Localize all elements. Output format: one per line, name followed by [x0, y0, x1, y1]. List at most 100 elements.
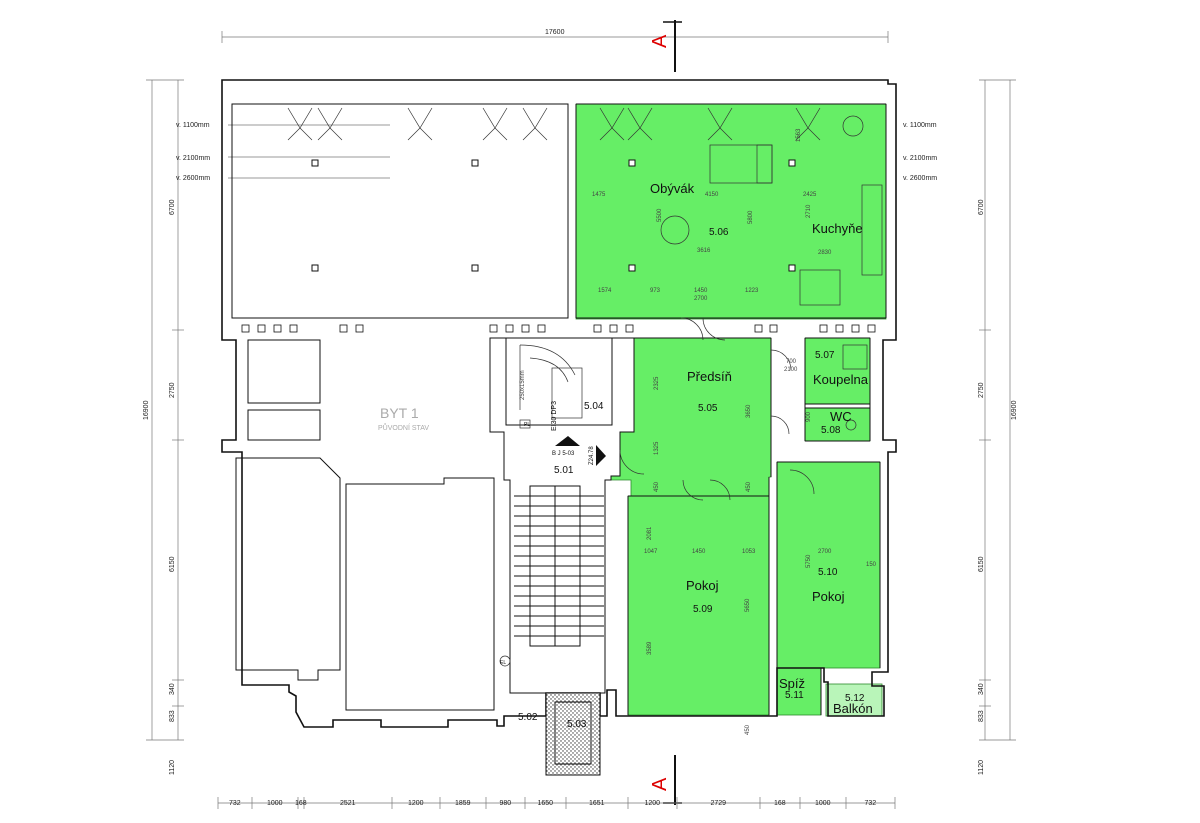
entry-code-label-2: Z24.78 — [589, 446, 595, 465]
room-name-predsin: Předsíň — [687, 369, 732, 384]
dim-obyvak-1: 4150 — [705, 192, 719, 198]
left-dim-3: 833 — [169, 710, 176, 722]
dim-kuchyne-1: 2710 — [806, 204, 812, 218]
wall-pier-mark — [355, 324, 364, 333]
bottom-dim-4: 1200 — [408, 800, 424, 807]
window-opening-mark — [707, 107, 733, 141]
wall-pier-mark — [505, 324, 514, 333]
height-marks-left: v. 1100mm v. 2100mm v. 2600mm — [176, 122, 390, 182]
bottom-dim-1: 1000 — [267, 800, 283, 807]
column-mark — [628, 159, 636, 167]
table-icon — [842, 115, 864, 137]
byt-subtitle: PŮVODNÍ STAV — [378, 423, 429, 432]
furniture — [499, 115, 883, 667]
wall-pier-mark — [819, 324, 828, 333]
dim-pokoj2-0: 2700 — [818, 549, 832, 555]
room-name-pokoj2: Pokoj — [812, 589, 845, 604]
dim-koupelna-1: 2100 — [784, 367, 798, 373]
entry-arrows — [555, 436, 606, 466]
dim-pokoj1-4: 3589 — [647, 641, 653, 655]
bottom-dim-2: 168 — [295, 800, 307, 807]
height-mark-right-3: v. 2600mm — [903, 175, 937, 182]
dim-pokoj1-5: 5650 — [745, 598, 751, 612]
room-name-spiz: Spíž — [779, 676, 805, 691]
bottom-dim-7: 1650 — [538, 800, 554, 807]
wall-pier-mark — [273, 324, 282, 333]
right-dim-0: 6700 — [978, 199, 985, 215]
bottom-dim-6: 980 — [500, 800, 512, 807]
height-marks-right: v. 1100mm v. 2100mm v. 2600mm — [903, 122, 937, 182]
bottom-dim-8: 1651 — [589, 800, 605, 807]
column-mark — [788, 264, 796, 272]
room-num-pokoj2: 5.10 — [818, 567, 838, 578]
dim-obyvak-7: 2700 — [694, 296, 708, 302]
electric-box-icon — [499, 655, 511, 667]
window-opening-mark — [317, 107, 343, 141]
column-mark — [471, 159, 479, 167]
dim-stair-0: 250x15mm — [520, 370, 526, 400]
bathtub-icon — [842, 344, 868, 370]
wall-pier-mark — [593, 324, 602, 333]
right-dimensions: 16900 6700 2750 6150 833 1120 340 — [978, 79, 1018, 775]
left-dim-0: 6700 — [169, 199, 176, 215]
window-opening-mark — [287, 107, 313, 141]
bottom-dim-11: 168 — [774, 800, 786, 807]
right-dim-5: 340 — [978, 683, 985, 695]
top-dimension: 17600 — [221, 29, 889, 43]
room-balkon-fill — [825, 683, 883, 717]
room-name-wc: WC — [830, 409, 852, 424]
dim-kuchyne-2: 2830 — [818, 250, 832, 256]
window-opening-mark — [482, 107, 508, 141]
dim-pokoj1-2: 1450 — [692, 549, 706, 555]
entry-code-label: B J 5-03 — [552, 451, 575, 457]
room-num-pokoj1: 5.09 — [693, 604, 713, 615]
dim-predsin-2: 1325 — [654, 441, 660, 455]
wall-pier-mark — [835, 324, 844, 333]
dim-koupelna-0: 700 — [786, 359, 797, 365]
room-name-kuchyne: Kuchyňe — [812, 221, 863, 236]
bottom-dim-0: 732 — [229, 800, 241, 807]
left-dim-4: 1120 — [169, 760, 176, 775]
right-dim-2: 6150 — [978, 556, 985, 572]
room-num-staircase: 5.01 — [554, 465, 574, 476]
room-num-spiz: 5.11 — [785, 690, 804, 701]
dim-obyvak-4: 1574 — [598, 288, 612, 294]
entry-arrow-right-icon — [596, 445, 606, 466]
column-mark — [788, 159, 796, 167]
dim-pokoj1-6: 450 — [745, 724, 751, 735]
left-dimensions: 16900 6700 2750 6150 833 1120 340 — [143, 79, 184, 775]
wall-pier-mark — [289, 324, 298, 333]
room-num-balkon: 5.12 — [845, 693, 865, 704]
room-name-koupelna: Koupelna — [813, 372, 869, 387]
wall-pier-mark — [754, 324, 763, 333]
wall-pier-mark — [537, 324, 546, 333]
room-num-koupelna: 5.07 — [815, 350, 835, 361]
left-dim-1: 2750 — [169, 382, 176, 398]
room-koupelna-fill — [804, 337, 871, 405]
column-mark — [311, 159, 319, 167]
section-marker-top: A — [649, 20, 682, 72]
bottom-dim-3: 2521 — [340, 800, 356, 807]
room-obyvak-fill — [575, 103, 887, 320]
window-opening-mark — [407, 107, 433, 141]
room-num-predsin: 5.05 — [698, 403, 718, 414]
fire-rating-label: EI30 DP3 — [551, 401, 558, 431]
window-opening-mark — [599, 107, 625, 141]
external-walls — [221, 79, 897, 776]
wall-pier-mark — [769, 324, 778, 333]
height-mark-left-1: v. 1100mm — [176, 122, 210, 129]
dim-pokoj1-3: 1053 — [742, 549, 756, 555]
dim-obyvak-3: 3616 — [697, 248, 711, 254]
dim-obyvak-6: 1450 — [694, 288, 708, 294]
overall-width-dim: 17600 — [545, 29, 565, 36]
bottom-dim-12: 1000 — [815, 800, 831, 807]
room-num-stair-room: 5.04 — [584, 401, 604, 412]
dim-predsin-4: 450 — [746, 481, 752, 492]
entry-arrow-icon — [555, 436, 580, 446]
room-pokoj2-lower-fill — [776, 667, 822, 716]
room-num-corridor: 5.02 — [518, 712, 538, 723]
bottom-dim-13: 732 — [865, 800, 877, 807]
wall-pier-mark — [339, 324, 348, 333]
byt-title: BYT 1 — [380, 405, 419, 421]
right-dim-4: 1120 — [978, 760, 985, 775]
